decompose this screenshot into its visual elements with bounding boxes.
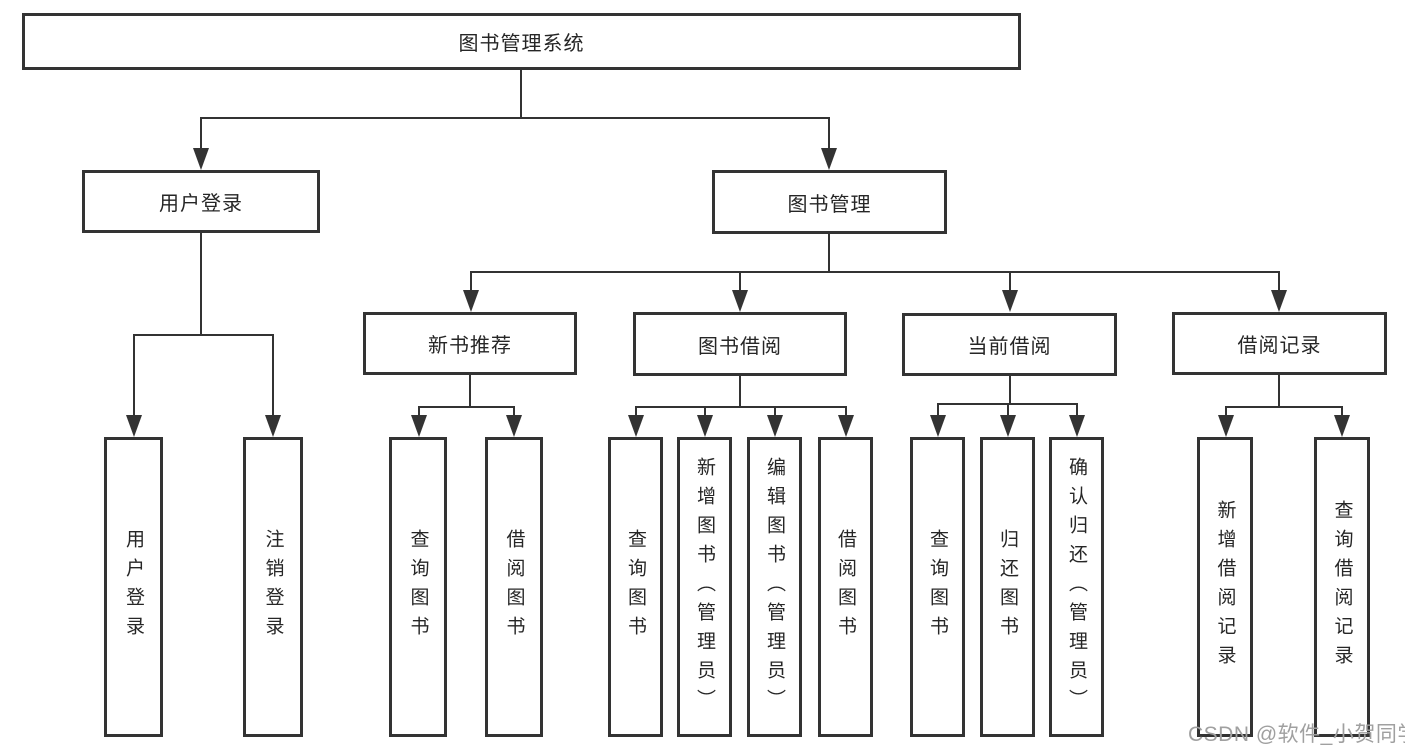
connector-new-book-drop-2 [513,406,515,418]
arrow-to-leaf-query-borrow-record [1334,415,1350,437]
arrow-to-book-management [821,148,837,170]
arrow-to-leaf-query-books-current [930,415,946,437]
node-root: 图书管理系统 [22,13,1021,70]
connector-borrow-records-drop-2 [1341,406,1343,418]
connector-book-borrow-drop-1 [635,406,637,418]
arrow-to-leaf-query-books-borrow [628,415,644,437]
node-current-borrow: 当前借阅 [902,313,1117,376]
arrow-to-leaf-edit-books-admin [767,415,783,437]
leaf-return-books: 归还图书 [980,437,1035,737]
arrow-to-borrow-records [1271,290,1287,312]
connector-borrow-records-drop-1 [1225,406,1227,418]
leaf-user-login: 用户登录 [104,437,163,737]
leaf-query-borrow-record-label: 查询借阅记录 [1331,500,1353,674]
leaf-confirm-return-admin: 确认归还（管理员） [1049,437,1104,737]
node-user-login-label: 用户登录 [159,193,243,215]
node-borrow-records: 借阅记录 [1172,312,1387,375]
leaf-borrow-books: 借阅图书 [818,437,873,737]
leaf-borrow-books-recommend-label: 借阅图书 [503,529,525,645]
connector-book-borrow-rail [635,406,846,408]
leaf-edit-books-admin: 编辑图书（管理员） [747,437,802,737]
connector-root-stem [520,70,522,118]
arrow-to-current-borrow [1002,290,1018,312]
connector-current-borrow-drop-2 [1007,403,1009,417]
connector-current-borrow-drop-3 [1076,403,1078,417]
node-current-borrow-label: 当前借阅 [967,336,1052,358]
arrow-to-leaf-logout [265,415,281,437]
leaf-add-borrow-record: 新增借阅记录 [1197,437,1253,737]
connector-book-mgmt-drop-4 [1278,271,1280,293]
leaf-confirm-return-admin-label: 确认归还（管理员） [1066,456,1087,718]
arrow-to-leaf-query-books-recommend [411,415,427,437]
connector-borrow-records-stem [1278,375,1280,408]
leaf-query-books-current-label: 查询图书 [927,529,948,645]
connector-current-borrow-stem [1009,376,1011,405]
leaf-logout-label: 注销登录 [262,529,284,645]
arrow-to-user-login [193,148,209,170]
connector-book-mgmt-rail [470,271,1279,273]
leaf-edit-books-admin-label: 编辑图书（管理员） [764,456,785,718]
leaf-borrow-books-recommend: 借阅图书 [485,437,543,737]
connector-book-borrow-stem [739,376,741,408]
node-root-label: 图书管理系统 [458,33,585,55]
arrow-to-leaf-add-books-admin [697,415,713,437]
connector-user-login-rail [133,334,274,336]
arrow-to-book-borrow [732,290,748,312]
connector-book-mgmt-drop-1 [470,271,472,293]
leaf-borrow-books-label: 借阅图书 [835,529,856,645]
arrow-to-leaf-add-borrow-record [1218,415,1234,437]
leaf-add-borrow-record-label: 新增借阅记录 [1214,500,1236,674]
connector-book-borrow-drop-2 [704,406,706,418]
connector-book-mgmt-drop-3 [1009,271,1011,293]
arrow-to-leaf-return-books [1000,415,1016,437]
leaf-add-books-admin: 新增图书（管理员） [677,437,732,737]
connector-book-mgmt-stem [828,234,830,272]
arrow-to-leaf-borrow-books [838,415,854,437]
node-new-book-recommend: 新书推荐 [363,312,577,375]
connector-root-drop-left [200,117,202,152]
leaf-query-books-recommend: 查询图书 [389,437,447,737]
node-new-book-recommend-label: 新书推荐 [428,335,512,357]
connector-borrow-records-rail [1225,406,1342,408]
connector-new-book-drop-1 [418,406,420,418]
leaf-query-books-current: 查询图书 [910,437,965,737]
leaf-logout: 注销登录 [243,437,303,737]
leaf-query-books-borrow: 查询图书 [608,437,663,737]
node-borrow-records-label: 借阅记录 [1237,335,1322,357]
connector-root-rail [200,117,830,119]
node-book-management: 图书管理 [712,170,947,234]
leaf-query-borrow-record: 查询借阅记录 [1314,437,1370,737]
connector-book-borrow-drop-4 [845,406,847,418]
leaf-user-login-label: 用户登录 [123,529,144,645]
node-user-login: 用户登录 [82,170,320,233]
node-book-management-label: 图书管理 [787,193,872,216]
connector-current-borrow-drop-1 [937,403,939,417]
connector-new-book-stem [469,375,471,408]
leaf-add-books-admin-label: 新增图书（管理员） [694,456,715,718]
connector-user-login-drop-2 [272,334,274,418]
connector-book-borrow-drop-3 [774,406,776,418]
connector-user-login-stem [200,233,202,336]
arrow-to-leaf-user-login [126,415,142,437]
connector-root-drop-right [828,117,830,152]
connector-user-login-drop-1 [133,334,135,418]
connector-book-mgmt-drop-2 [739,271,741,293]
node-book-borrow: 图书借阅 [633,312,847,376]
csdn-watermark: CSDN @软件_小贺同学 [1188,723,1405,746]
arrow-to-leaf-borrow-books-recommend [506,415,522,437]
leaf-return-books-label: 归还图书 [997,529,1018,645]
node-book-borrow-label: 图书借阅 [698,335,782,358]
connector-new-book-rail [418,406,515,408]
arrow-to-leaf-confirm-return-admin [1069,415,1085,437]
leaf-query-books-recommend-label: 查询图书 [407,529,429,645]
leaf-query-books-borrow-label: 查询图书 [625,529,646,645]
arrow-to-new-book [463,290,479,312]
